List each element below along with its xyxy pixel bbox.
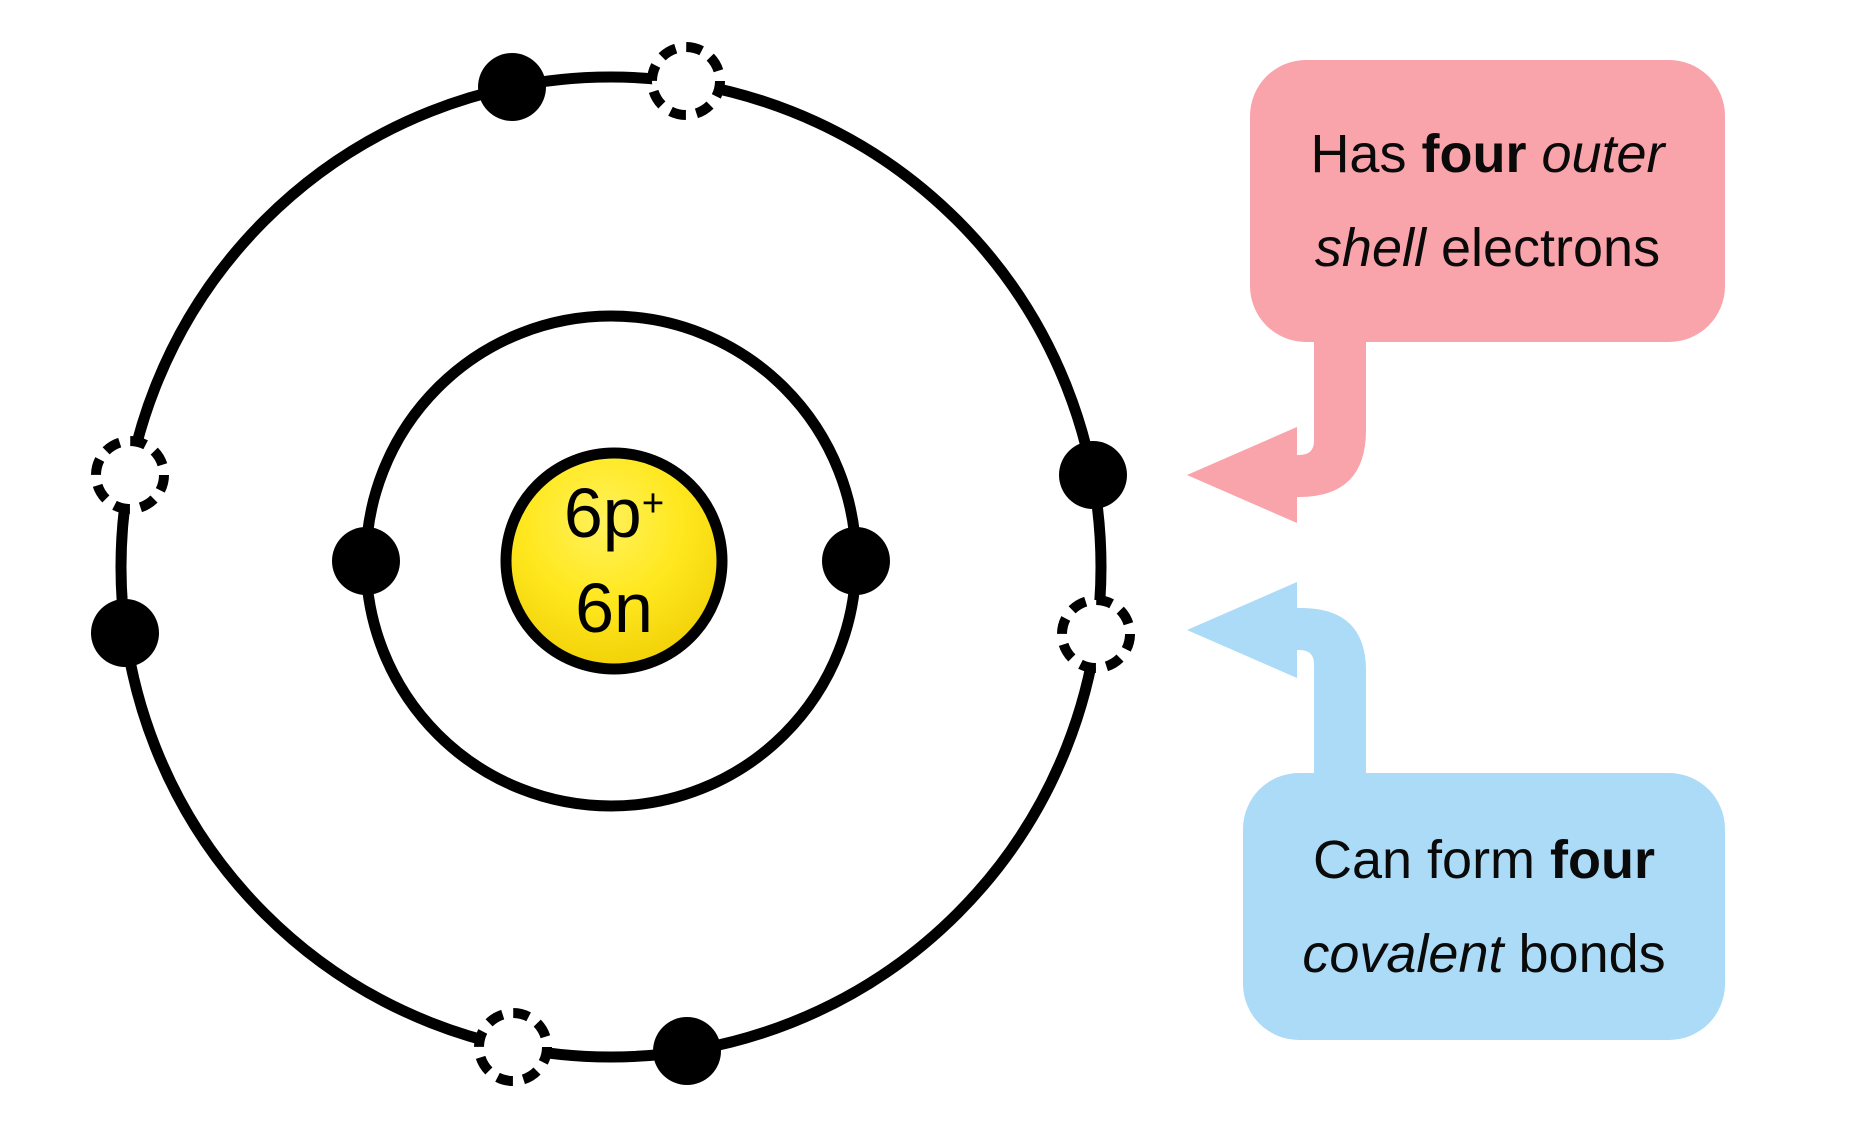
nucleus-circle [500, 447, 728, 675]
vacant-position-right [1057, 595, 1135, 673]
vacant-position-left [91, 436, 169, 514]
outer-shell-callout-line1: Has four outer [1310, 124, 1665, 184]
outer-shell-callout: Has four outer shell electrons [1250, 60, 1725, 342]
covalent-bonds-callout-line1: Can form four [1312, 829, 1656, 890]
outer-shell-arrow-icon [1187, 332, 1366, 523]
outer-electron-bottom [653, 1017, 721, 1085]
covalent-bonds-callout-line2: covalent bonds [1302, 923, 1666, 984]
vacant-position-bottom [474, 1008, 552, 1086]
inner-electron-right [822, 527, 890, 595]
outer-electron-right [1059, 441, 1127, 509]
nucleus-protons: 6p+ [563, 474, 665, 552]
proton-charge-sup: + [641, 481, 665, 525]
outer-shell-callout-line2: shell electrons [1314, 218, 1661, 278]
outer-electron-top [478, 53, 546, 121]
vacant-position-top [647, 42, 725, 120]
outer-shell-orbit [115, 71, 1107, 1063]
inner-electron-left [332, 527, 400, 595]
covalent-bonds-arrow-icon [1187, 582, 1366, 788]
outer-electron-left [91, 599, 159, 667]
nucleus-neutrons: 6n [575, 569, 653, 647]
covalent-bonds-callout: Can form four covalent bonds [1243, 773, 1725, 1040]
nucleus-label: 6p+ 6n [489, 446, 739, 676]
